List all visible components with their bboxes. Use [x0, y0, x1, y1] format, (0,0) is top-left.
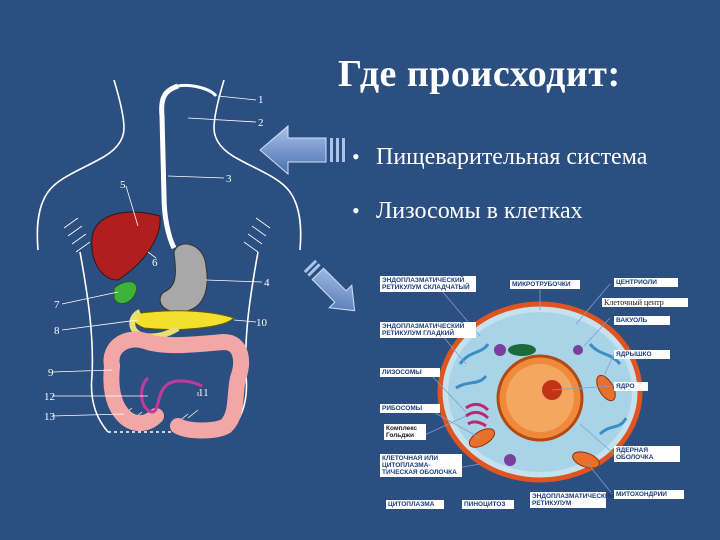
bullet-item-lysosomes: • Лизосомы в клетках	[352, 194, 712, 248]
cell-label-rough-er: ЭНДОПЛАЗМАТИЧЕСКИЙ РЕТИКУЛУМ СКЛАДЧАТЫЙ	[380, 276, 476, 292]
arrow-left-icon	[259, 124, 345, 176]
cell-label-nuclear-envelope: ЯДЕРНАЯ ОБОЛОЧКА	[614, 446, 680, 462]
cell-drawing	[417, 283, 643, 497]
arrow-down-right-icon	[303, 259, 356, 312]
anatomy-number-3: 3	[226, 173, 232, 185]
stomach	[159, 243, 208, 313]
anatomy-number-12: 12	[44, 391, 55, 403]
bullet-item-digestive: • Пищеварительная система	[352, 140, 712, 194]
liver	[91, 211, 161, 281]
anatomy-number-labels: 1 2 3 4 5 6 7 8 9 10 11 12 13	[44, 94, 270, 423]
cecum	[103, 358, 164, 431]
cell-label-vacuole: ВАКУОЛЬ	[614, 316, 670, 325]
cell-leader-lines	[417, 283, 615, 497]
endoplasmic-reticulum	[455, 342, 628, 436]
nucleoplasm	[506, 364, 574, 432]
anatomy-number-6: 6	[152, 257, 158, 269]
anatomy-number-2: 2	[258, 117, 264, 129]
anatomy-number-8: 8	[54, 325, 60, 337]
anatomy-number-9: 9	[48, 367, 54, 379]
lysosomes	[494, 344, 583, 466]
bullet-text: Пищеварительная система	[376, 144, 648, 170]
esophagus	[159, 83, 179, 250]
cell-label-centrioles: ЦЕНТРИОЛИ	[614, 278, 678, 287]
cell-label-cytoplasm: ЦИТОПЛАЗМА	[386, 500, 444, 509]
vacuole	[508, 344, 536, 356]
cell-label-ribosomes: РИБОСОМЫ	[380, 404, 440, 413]
bullet-glyph: •	[352, 198, 360, 223]
leader-lines	[51, 95, 263, 417]
cell-label-smooth-er: ЭНДОПЛАЗМАТИЧЕСКИЙ РЕТИКУЛУМ ГЛАДКИЙ	[380, 322, 476, 338]
cell-label-centrosome: Клеточный центр	[602, 298, 688, 307]
anatomy-number-5: 5	[120, 179, 126, 191]
large-intestine	[103, 331, 249, 439]
cell-label-membrane: КЛЕТОЧНАЯ ИЛИ ЦИТОПЛАЗМА-ТИЧЕСКАЯ ОБОЛОЧ…	[380, 454, 462, 477]
bullet-list: • Пищеварительная система • Лизосомы в к…	[352, 140, 712, 248]
pancreas	[131, 310, 235, 330]
gallbladder	[113, 281, 138, 305]
cell-label-nucleus: ЯДРО	[614, 382, 648, 391]
golgi-apparatus	[465, 402, 490, 428]
cell-label-er-bottom: ЭНДОПЛАЗМАТИЧЕСКИЙ РЕТИКУЛУМ	[530, 492, 615, 508]
cell-label-lysosomes: ЛИЗОСОМЫ	[380, 368, 440, 377]
pharynx	[177, 84, 218, 98]
small-intestine	[140, 376, 203, 414]
body-outline	[36, 79, 302, 433]
animal-cell-illustration: ЭНДОПЛАЗМАТИЧЕСКИЙ РЕТИКУЛУМ СКЛАДЧАТЫЙ …	[370, 264, 696, 516]
cell-label-pinocytosis: ПИНОЦИТОЗ	[462, 500, 514, 509]
anatomy-number-7: 7	[54, 299, 60, 311]
slide-title: Где происходит:	[338, 53, 621, 95]
bullet-glyph: •	[352, 144, 360, 169]
digestive-system-illustration: 1 2 3 4 5 6 7 8 9 10 11 12 13	[36, 79, 302, 439]
mitochondria	[468, 374, 616, 469]
cell-label-golgi: Комплекс Гольджи	[384, 424, 426, 440]
anatomy-number-11: 11	[198, 387, 209, 399]
anatomy-number-4: 4	[264, 277, 270, 289]
cell-label-mitochondria: МИТОХОНДРИИ	[614, 490, 684, 499]
anatomy-number-1: 1	[258, 94, 264, 106]
cell-label-microtubules: МИКРОТРУБОЧКИ	[510, 280, 580, 289]
anatomy-number-13: 13	[44, 411, 56, 423]
anatomy-number-10: 10	[256, 317, 268, 329]
bullet-text: Лизосомы в клетках	[376, 198, 583, 224]
cell-label-nucleolus: ЯДРЫШКО	[614, 350, 670, 359]
